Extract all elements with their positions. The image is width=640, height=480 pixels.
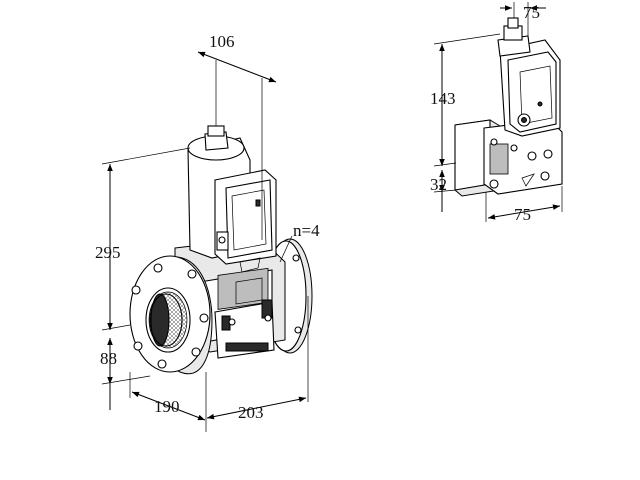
dim-label-bolt-holes: n=4 <box>293 221 320 240</box>
solenoid-head <box>187 125 277 273</box>
extension-line <box>433 33 501 45</box>
dim-label-88: 88 <box>100 349 117 368</box>
main-dimensions: 106 295 88 190 203 n=4 <box>95 32 320 432</box>
extension-line <box>101 147 191 165</box>
extension-line <box>433 189 457 193</box>
extension-line <box>101 324 131 331</box>
dimension-line-190 <box>131 391 206 421</box>
dim-label-143: 143 <box>430 89 456 108</box>
dim-label-75-bottom: 75 <box>514 205 531 224</box>
dimension-line-203 <box>206 396 307 420</box>
dim-label-203: 203 <box>238 403 264 422</box>
extension-line <box>433 162 457 167</box>
valve-body <box>174 237 286 359</box>
inlet-flange <box>129 255 213 375</box>
dimension-line-106 <box>197 51 277 83</box>
dim-label-32: 32 <box>430 175 447 194</box>
dim-label-190: 190 <box>154 397 180 416</box>
side-module <box>454 17 563 197</box>
main-valve <box>129 125 313 375</box>
dim-label-295: 295 <box>95 243 121 262</box>
extension-line <box>101 375 151 385</box>
side-dimensions: 75 143 32 75 <box>430 2 563 224</box>
dimension-line-75-bottom <box>487 204 561 220</box>
dim-label-75-top: 75 <box>523 3 540 22</box>
dim-label-106: 106 <box>209 32 235 51</box>
leader-line <box>279 235 293 263</box>
